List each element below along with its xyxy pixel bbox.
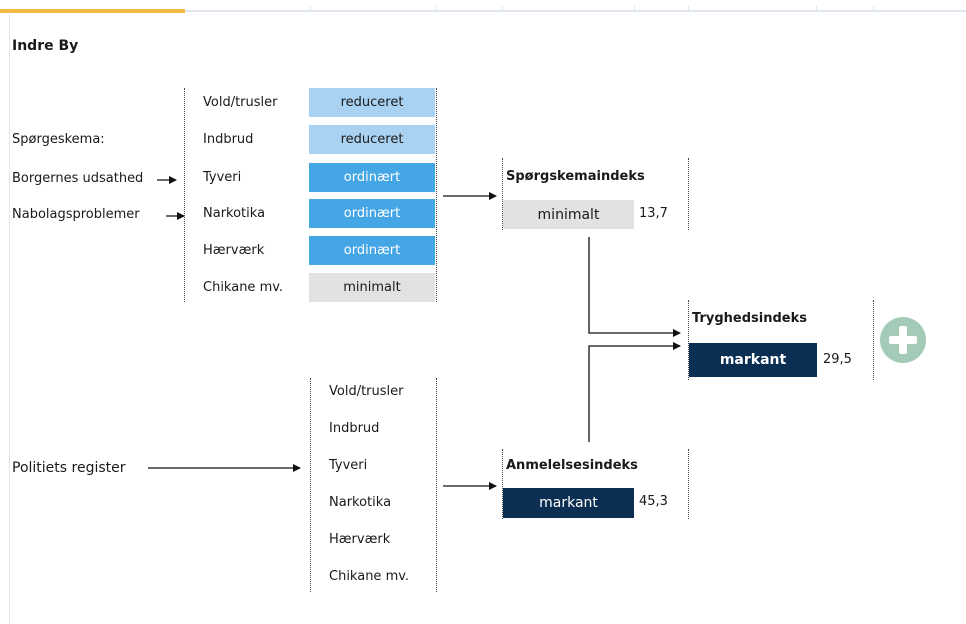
safety-index-level: markant xyxy=(689,343,817,377)
level-cell: reduceret xyxy=(309,88,435,117)
report-index-level: markant xyxy=(503,488,634,518)
category-label: Narkotika xyxy=(203,206,266,221)
arrow-report-to-safety xyxy=(588,342,681,442)
register-category-label: Hærværk xyxy=(329,532,391,547)
safety-index-value: 29,5 xyxy=(823,352,852,367)
divider xyxy=(436,88,437,302)
survey-index-title: Spørgskemaindeks xyxy=(506,169,645,184)
category-label: Tyveri xyxy=(203,170,242,185)
register-category-label: Narkotika xyxy=(329,495,392,510)
input-label-udsathed: Borgernes udsathed xyxy=(12,171,144,186)
top-ruler-line xyxy=(0,10,966,12)
level-cell: reduceret xyxy=(309,125,435,154)
divider xyxy=(873,300,874,380)
questionnaire-label: Spørgeskema: xyxy=(12,132,105,147)
register-category-label: Indbrud xyxy=(329,421,380,436)
divider xyxy=(688,300,689,380)
ruler-tick xyxy=(634,6,635,12)
ruler-tick xyxy=(436,6,437,12)
arrow-survey-to-safety xyxy=(588,237,681,337)
divider xyxy=(436,378,437,592)
divider xyxy=(502,158,503,230)
top-ruler-highlight xyxy=(0,9,185,13)
level-cell: minimalt xyxy=(309,273,435,302)
divider xyxy=(688,158,689,230)
ruler-tick xyxy=(873,6,874,12)
police-register-label: Politiets register xyxy=(12,460,126,476)
register-category-label: Tyveri xyxy=(329,458,368,473)
level-cell: ordinært xyxy=(309,163,435,192)
category-label: Vold/trusler xyxy=(203,95,278,110)
divider xyxy=(184,88,185,302)
category-label: Hærværk xyxy=(203,243,265,258)
ruler-tick xyxy=(816,6,817,12)
plus-circle-icon[interactable] xyxy=(880,317,926,363)
level-cell: ordinært xyxy=(309,199,435,228)
category-label: Chikane mv. xyxy=(203,280,284,295)
category-label: Indbrud xyxy=(203,132,254,147)
input-label-nabolag: Nabolagsproblemer xyxy=(12,207,140,222)
register-category-label: Chikane mv. xyxy=(329,569,410,584)
divider xyxy=(310,378,311,592)
page-title: Indre By xyxy=(12,38,79,54)
left-ruler-line xyxy=(9,12,10,624)
register-category-label: Vold/trusler xyxy=(329,384,404,399)
report-index-value: 45,3 xyxy=(639,494,668,509)
survey-index-value: 13,7 xyxy=(639,206,668,221)
report-index-title: Anmelelsesindeks xyxy=(506,458,638,473)
safety-index-title: Tryghedsindeks xyxy=(692,311,807,326)
top-ruler xyxy=(0,0,966,12)
ruler-tick xyxy=(688,6,689,12)
ruler-tick xyxy=(310,6,311,12)
survey-index-level: minimalt xyxy=(503,200,634,229)
divider xyxy=(502,449,503,519)
level-cell: ordinært xyxy=(309,236,435,265)
ruler-tick xyxy=(502,6,503,12)
divider xyxy=(688,449,689,519)
